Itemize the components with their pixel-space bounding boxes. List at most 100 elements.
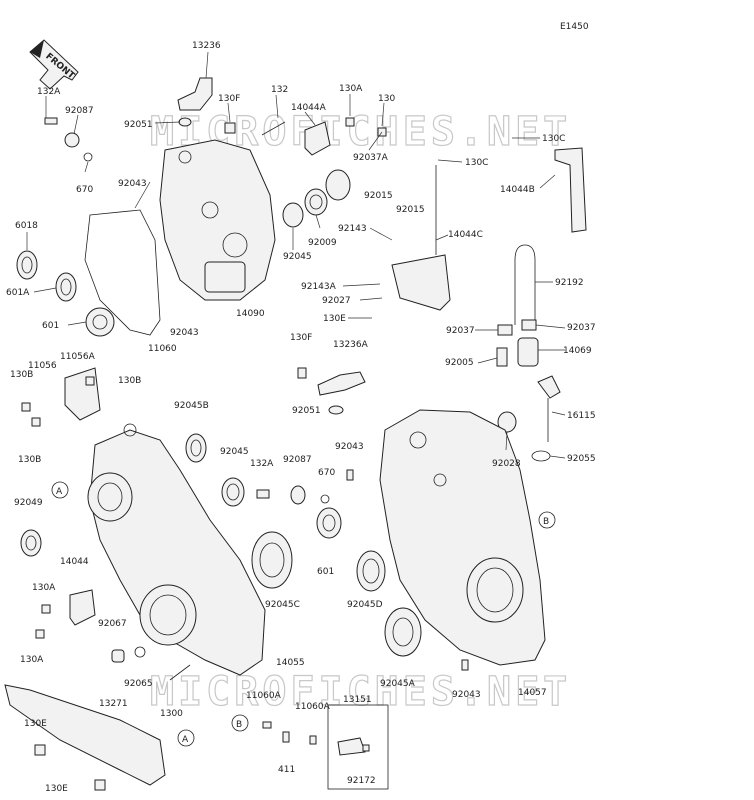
- bolt-132A: [44, 117, 58, 125]
- label-13236: 13236: [192, 41, 221, 51]
- dipstick-head-16115: [537, 375, 561, 399]
- label-92051: 92051: [124, 120, 153, 130]
- bearing-92045A: [384, 607, 422, 657]
- label-130B-b: 130B: [118, 376, 141, 386]
- label-14044A: 14044A: [291, 103, 327, 113]
- bearing-601: [85, 307, 115, 337]
- bolt-130B-c: [31, 417, 41, 427]
- oring-670-mid: [320, 494, 330, 504]
- cover-housing: [204, 261, 246, 293]
- label-92037-b: 92037: [567, 323, 596, 333]
- label-13236A: 13236A: [333, 340, 369, 350]
- label-130B-a: 130B: [10, 370, 33, 380]
- label-14044C: 14044C: [448, 230, 483, 240]
- bracket-14044B: [554, 147, 587, 233]
- bolt-130F: [224, 122, 236, 134]
- bolt-132: [261, 121, 286, 136]
- seal-92049: [20, 529, 42, 557]
- label-130E-b: 130E: [45, 784, 68, 794]
- label-92009: 92009: [308, 238, 337, 248]
- label-92015-a: 92015: [364, 191, 393, 201]
- label-92192: 92192: [555, 278, 584, 288]
- label-13151: 13151: [343, 695, 372, 705]
- cover-bore-main: [466, 557, 524, 623]
- label-132: 132: [271, 85, 288, 95]
- label-130C-a: 130C: [542, 134, 565, 144]
- watermark-bottom: MICROFICHES.NET: [150, 669, 571, 715]
- label-130: 130: [378, 94, 395, 104]
- pin-92043-low: [346, 469, 354, 481]
- label-130F-mid: 130F: [290, 333, 312, 343]
- filter-14069: [517, 337, 539, 367]
- screw-92172: [362, 744, 370, 752]
- label-92045A: 92045A: [380, 679, 416, 689]
- callout-B-2: B: [231, 714, 249, 732]
- bearing-92045C: [251, 531, 293, 589]
- ring-92009-large: [325, 169, 351, 201]
- oring-92055: [531, 450, 551, 462]
- label-601-mid: 601: [317, 567, 334, 577]
- label-14044: 14044: [60, 557, 89, 567]
- callout-A-1: A: [51, 481, 69, 499]
- bracket-11056: [64, 367, 101, 421]
- case-bore-main: [139, 584, 197, 646]
- lever-13236: [177, 77, 213, 111]
- bolt-130A: [345, 117, 355, 127]
- label-411: 411: [278, 765, 295, 775]
- label-130A-a: 130A: [32, 583, 56, 593]
- label-14055: 14055: [276, 658, 305, 668]
- bracket-14044A: [304, 121, 331, 156]
- bolt-130A-a: [41, 604, 51, 614]
- group-box-13151: [327, 704, 389, 790]
- leader-lines: [26, 51, 566, 459]
- seal-92045-top: [282, 202, 304, 228]
- label-92172: 92172: [347, 776, 376, 786]
- label-13271: 13271: [99, 699, 128, 709]
- case-bore-left: [87, 472, 133, 522]
- oring-92051-mid: [328, 405, 344, 415]
- crankcase-14055: [89, 429, 266, 676]
- cover-boss: [178, 150, 192, 164]
- label-14069: 14069: [563, 346, 592, 356]
- bolt-130F-mid: [297, 367, 307, 379]
- callout-B-1: B: [538, 511, 556, 529]
- label-132A-mid: 132A: [250, 459, 274, 469]
- clamp-92037-a: [497, 324, 513, 336]
- label-92045C: 92045C: [265, 600, 300, 610]
- label-92027: 92027: [322, 296, 351, 306]
- label-132A: 132A: [37, 87, 61, 97]
- diagram-code: E1450: [560, 22, 589, 32]
- svg-text:B: B: [236, 720, 242, 730]
- case-cover-14090: [159, 139, 276, 301]
- washer-92065: [134, 646, 146, 658]
- label-92045D: 92045D: [347, 600, 383, 610]
- svg-text:A: A: [56, 487, 63, 497]
- guard-13271: [4, 684, 166, 786]
- label-92051-mid: 92051: [292, 406, 321, 416]
- svg-text:B: B: [543, 517, 549, 527]
- bolt-130B-a: [21, 402, 31, 412]
- label-14057: 14057: [518, 688, 547, 698]
- gasket-11060: [84, 209, 161, 336]
- label-670-mid: 670: [318, 468, 335, 478]
- pin-411: [282, 731, 290, 743]
- label-92067: 92067: [98, 619, 127, 629]
- label-11060A-a: 11060A: [246, 691, 282, 701]
- label-92049: 92049: [14, 498, 43, 508]
- seal-601A: [55, 272, 77, 302]
- fitting-92005: [496, 347, 508, 367]
- label-92045B: 92045B: [174, 401, 209, 411]
- label-130E-a: 130E: [24, 719, 47, 729]
- callout-A-2: A: [177, 729, 195, 747]
- cover-bore: [222, 232, 248, 258]
- washer-92087: [64, 132, 80, 148]
- front-arrow-icon: FRONT: [29, 39, 79, 90]
- label-1300: 1300: [160, 709, 183, 719]
- cover-boss-2: [201, 201, 219, 219]
- label-92043-low: 92043: [335, 442, 364, 452]
- label-92087: 92087: [65, 106, 94, 116]
- pin-11060A-b: [309, 735, 317, 745]
- seal-6018: [16, 250, 38, 280]
- seal-92045-mid: [221, 477, 245, 507]
